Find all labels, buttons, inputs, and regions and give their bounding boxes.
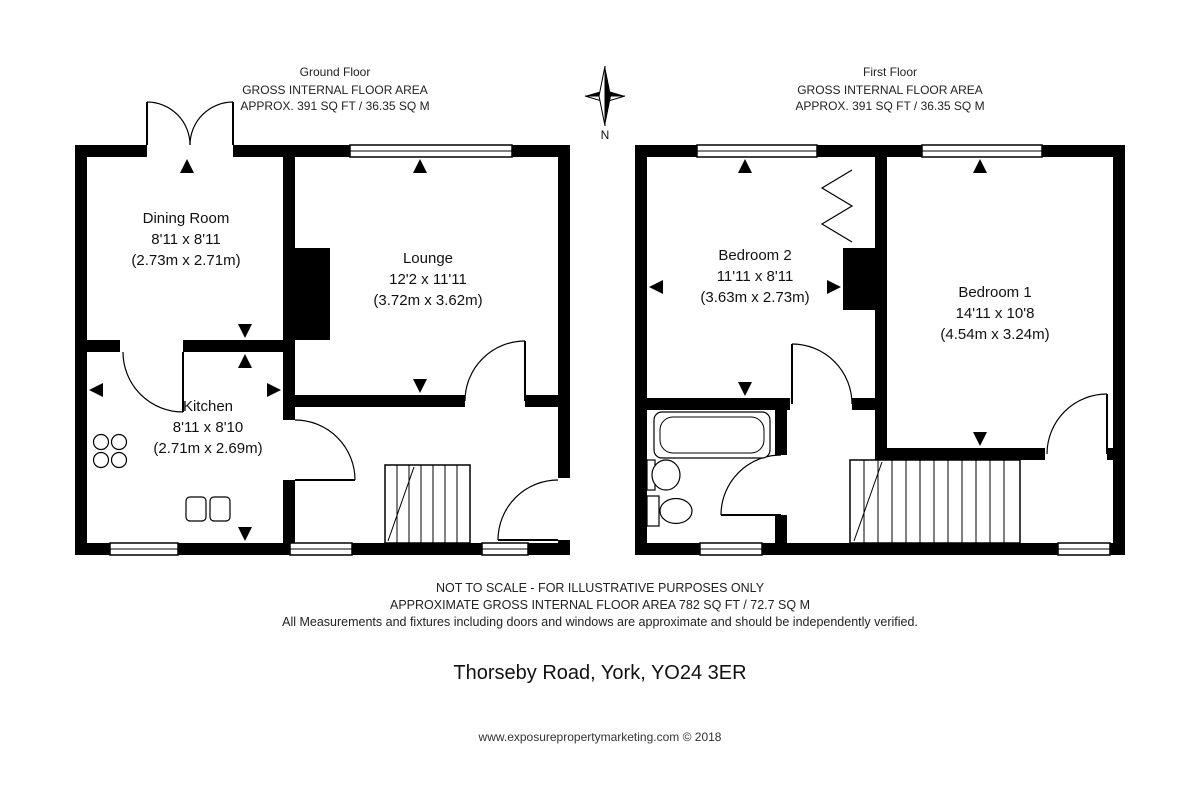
ground-floor-windows	[109, 144, 529, 556]
room-name: Bedroom 2	[718, 247, 792, 264]
room-size-metric: (4.54m x 3.24m)	[940, 326, 1050, 343]
toilet-icon	[646, 495, 693, 527]
room-size-imperial: 12'2 x 11'11	[389, 271, 467, 288]
first-floor-header: First Floor GROSS INTERNAL FLOOR AREA AP…	[795, 64, 984, 114]
bifold-door-icon	[820, 169, 854, 243]
chimney-breast-first	[843, 248, 887, 310]
room-name: Bedroom 1	[958, 284, 1032, 301]
kitchen-label: Kitchen 8'11 x 8'10 (2.71m x 2.69m)	[153, 396, 262, 459]
sink-icon	[185, 496, 231, 522]
bedroom-1-label: Bedroom 1 14'11 x 10'8 (4.54m x 3.24m)	[940, 282, 1049, 345]
compass-icon	[584, 65, 626, 127]
room-name: Lounge	[402, 250, 454, 267]
first-floor-plan	[635, 144, 1125, 556]
measurement-arrows-ground	[89, 159, 427, 541]
room-size-metric: (3.72m x 3.62m)	[373, 292, 483, 309]
room-name: Kitchen	[182, 398, 234, 415]
first-floor-walls	[635, 145, 1125, 555]
room-size-imperial: 8'11 x 8'10	[172, 419, 244, 436]
ground-floor-walls	[75, 145, 570, 555]
first-floor-stairs	[849, 459, 1021, 544]
french-doors	[146, 101, 234, 146]
lounge-label: Lounge 12'2 x 11'11 (3.72m x 3.62m)	[373, 248, 482, 311]
ground-floor-area-value: APPROX. 391 SQ FT / 36.35 SQ M	[240, 99, 430, 113]
marketing-credit: www.exposurepropertymarketing.com © 2018	[478, 730, 722, 744]
room-size-metric: (3.63m x 2.73m)	[700, 289, 810, 306]
disclaimer: NOT TO SCALE - FOR ILLUSTRATIVE PURPOSES…	[282, 580, 918, 631]
room-size-metric: (2.71m x 2.69m)	[153, 440, 263, 457]
room-size-imperial: 11'11 x 8'11	[716, 268, 794, 285]
room-size-imperial: 8'11 x 8'11	[151, 231, 221, 248]
ground-floor-doors	[122, 340, 559, 541]
room-name: Dining Room	[142, 210, 230, 227]
compass-north-label: N	[600, 128, 610, 142]
bedroom-2-label: Bedroom 2 11'11 x 8'11 (3.63m x 2.73m)	[700, 245, 809, 308]
hob-icon	[92, 433, 128, 469]
room-size-metric: (2.73m x 2.71m)	[131, 252, 241, 269]
first-floor-title: First Floor	[863, 65, 917, 79]
disclaimer-line-2: APPROXIMATE GROSS INTERNAL FLOOR AREA 78…	[389, 598, 811, 612]
property-address: Thorseby Road, York, YO24 3ER	[453, 662, 747, 684]
disclaimer-line-3: All Measurements and fixtures including …	[282, 615, 918, 629]
dining-room-label: Dining Room 8'11 x 8'11 (2.73m x 2.71m)	[131, 208, 240, 271]
ground-floor-plan	[75, 101, 570, 556]
first-floor-windows	[696, 144, 1111, 556]
room-size-imperial: 14'11 x 10'8	[955, 305, 1035, 322]
first-floor-area-value: APPROX. 391 SQ FT / 36.35 SQ M	[795, 99, 985, 113]
disclaimer-line-1: NOT TO SCALE - FOR ILLUSTRATIVE PURPOSES…	[435, 581, 765, 595]
chimney-breast-ground	[283, 248, 330, 340]
first-floor-doors	[720, 343, 1108, 516]
ground-floor-area-label: GROSS INTERNAL FLOOR AREA	[242, 83, 428, 97]
ground-floor-stairs	[384, 464, 471, 544]
bathtub-icon	[653, 411, 771, 459]
measurement-arrows-first	[649, 159, 987, 446]
basin-icon	[646, 459, 681, 491]
ground-floor-title: Ground Floor	[299, 65, 371, 79]
first-floor-area-label: GROSS INTERNAL FLOOR AREA	[797, 83, 983, 97]
ground-floor-header: Ground Floor GROSS INTERNAL FLOOR AREA A…	[240, 64, 429, 114]
